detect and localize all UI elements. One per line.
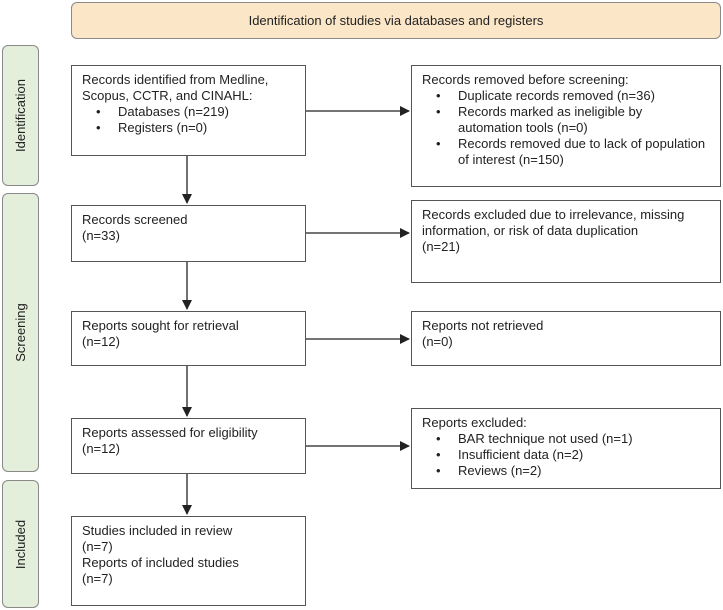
reports-included-count: (n=7) — [82, 571, 113, 586]
studies-included-count: (n=7) — [82, 539, 113, 554]
stage-screening: Screening — [2, 193, 39, 472]
list-item: Duplicate records removed (n=36) — [436, 88, 710, 104]
records-removed-box: Records removed before screening: Duplic… — [411, 65, 721, 187]
records-screened-box: Records screened (n=33) — [71, 205, 306, 262]
records-removed-list: Duplicate records removed (n=36) Records… — [422, 88, 710, 168]
reports-assessed-count: (n=12) — [82, 441, 120, 456]
list-item: Reviews (n=2) — [436, 463, 710, 479]
records-screened-title: Records screened — [82, 212, 188, 227]
records-identified-title: Records identified from Medline, Scopus,… — [82, 72, 269, 103]
reports-assessed-box: Reports assessed for eligibility (n=12) — [71, 418, 306, 474]
list-item: Records removed due to lack of populatio… — [436, 136, 710, 168]
header-banner: Identification of studies via databases … — [71, 2, 721, 39]
records-excluded-count: (n=21) — [422, 239, 460, 254]
reports-sought-title: Reports sought for retrieval — [82, 318, 239, 333]
reports-excluded-list: BAR technique not used (n=1) Insufficien… — [422, 431, 710, 479]
reports-sought-count: (n=12) — [82, 334, 120, 349]
list-item: Insufficient data (n=2) — [436, 447, 710, 463]
records-screened-count: (n=33) — [82, 228, 120, 243]
records-removed-title: Records removed before screening: — [422, 72, 629, 87]
studies-included-box: Studies included in review (n=7) Reports… — [71, 516, 306, 606]
reports-assessed-title: Reports assessed for eligibility — [82, 425, 258, 440]
records-excluded-title: Records excluded due to irrelevance, mis… — [422, 207, 685, 238]
reports-excluded-title: Reports excluded: — [422, 415, 527, 430]
reports-not-retrieved-title: Reports not retrieved — [422, 318, 544, 333]
reports-not-retrieved-box: Reports not retrieved (n=0) — [411, 311, 721, 366]
records-excluded-box: Records excluded due to irrelevance, mis… — [411, 200, 721, 283]
header-title: Identification of studies via databases … — [248, 13, 544, 28]
studies-included-title: Studies included in review — [82, 523, 233, 538]
stage-included: Included — [2, 480, 39, 608]
list-item: Databases (n=219) — [96, 104, 295, 120]
list-item: Registers (n=0) — [96, 120, 295, 136]
records-identified-list: Databases (n=219) Registers (n=0) — [82, 104, 295, 136]
records-identified-box: Records identified from Medline, Scopus,… — [71, 65, 306, 156]
stage-identification: Identification — [2, 45, 39, 186]
reports-excluded-box: Reports excluded: BAR technique not used… — [411, 408, 721, 489]
reports-sought-box: Reports sought for retrieval (n=12) — [71, 311, 306, 366]
reports-included-title: Reports of included studies — [82, 555, 239, 570]
reports-not-retrieved-count: (n=0) — [422, 334, 453, 349]
list-item: Records marked as ineligible by automati… — [436, 104, 710, 136]
list-item: BAR technique not used (n=1) — [436, 431, 710, 447]
